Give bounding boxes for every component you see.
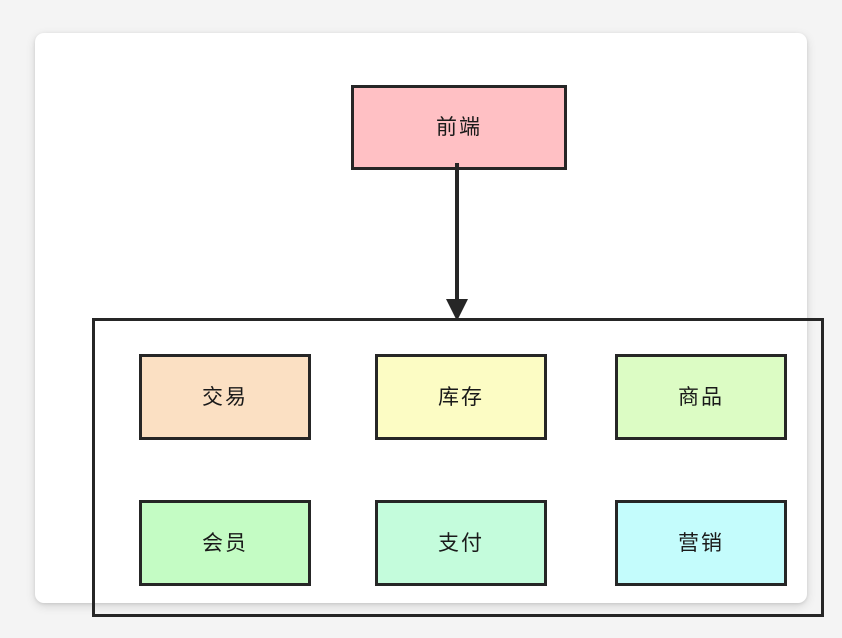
node-module-product[interactable]: 商品 [615,354,787,440]
node-module-transaction[interactable]: 交易 [139,354,311,440]
node-module-payment-label: 支付 [438,531,484,555]
node-module-inventory-label: 库存 [438,385,484,409]
node-frontend-label: 前端 [436,116,482,139]
diagram-card: 前端 交易 库存 商品 会员 支付 营销 [35,33,824,617]
node-module-transaction-label: 交易 [202,385,248,409]
node-module-product-label: 商品 [678,385,724,409]
node-frontend[interactable]: 前端 [351,85,567,170]
node-module-marketing-label: 营销 [678,531,724,555]
node-module-inventory[interactable]: 库存 [375,354,547,440]
node-module-member[interactable]: 会员 [139,500,311,586]
node-module-payment[interactable]: 支付 [375,500,547,586]
services-container: 交易 库存 商品 会员 支付 营销 [92,318,824,617]
node-module-marketing[interactable]: 营销 [615,500,787,586]
arrow-frontend-to-services [446,163,468,321]
node-module-member-label: 会员 [202,531,248,555]
